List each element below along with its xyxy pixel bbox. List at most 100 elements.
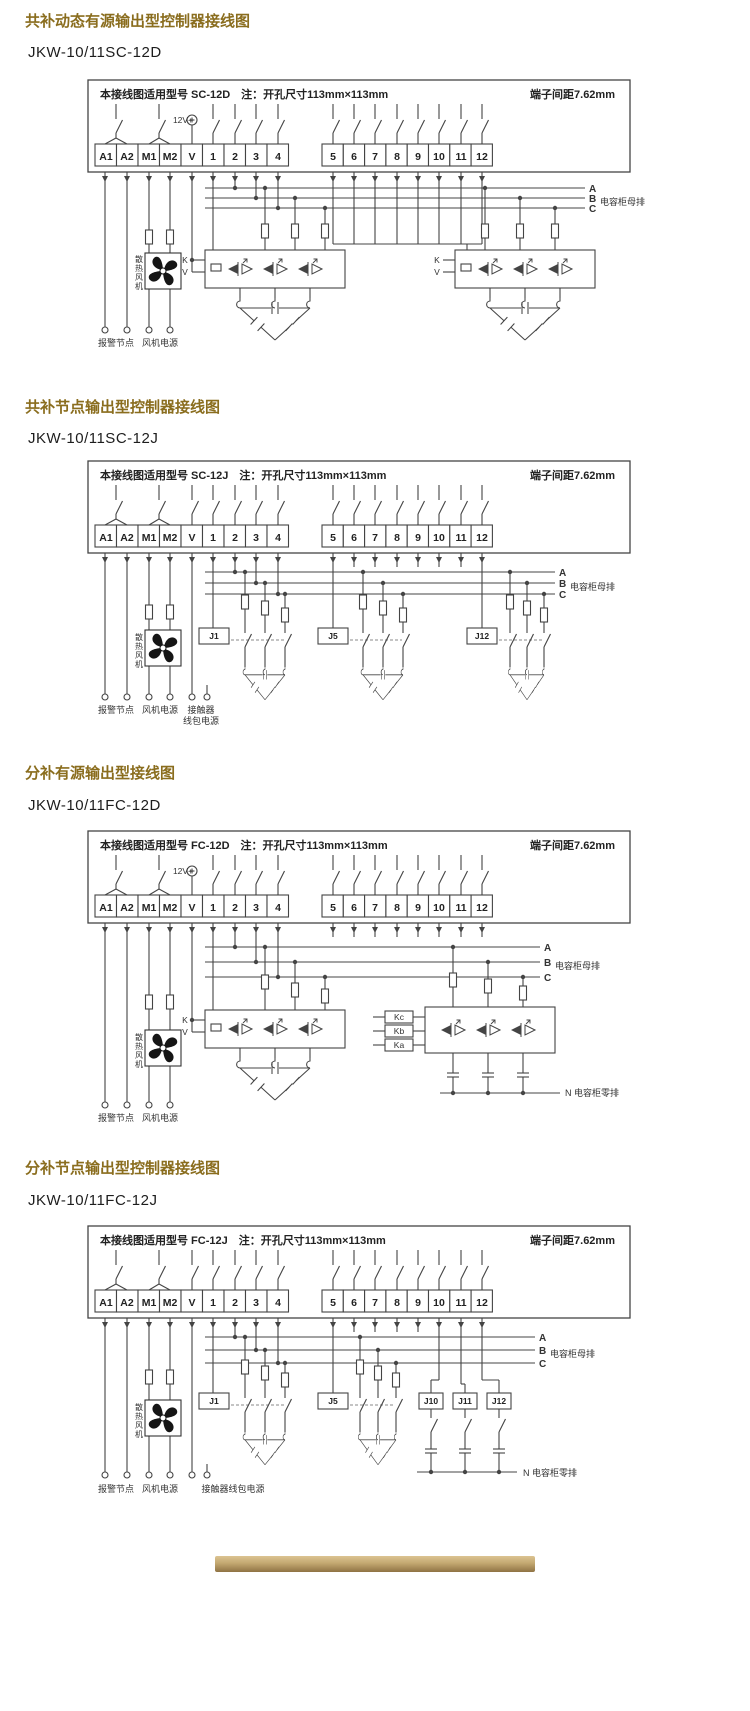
phase-a-label: A bbox=[589, 184, 596, 195]
section-model-2: JKW-10/11SC-12J bbox=[28, 430, 159, 447]
neutral-label: N 电容柜零排 bbox=[523, 1467, 577, 1478]
phase-c-label: C bbox=[539, 1359, 546, 1370]
coil-power-label: 接触器线包电源 bbox=[201, 1483, 264, 1494]
alarm-label: 报警节点 bbox=[98, 1112, 134, 1123]
relay-box-j11 bbox=[452, 1392, 478, 1410]
wiring-diagram-fc12j: 本接线图适用型号 FC-12J 注：开孔尺寸113mm×113mm 端子间距7.… bbox=[87, 1225, 631, 1494]
junction-dots bbox=[189, 185, 558, 263]
bottom-terminals bbox=[101, 326, 174, 334]
relay-j11-label: J11 bbox=[458, 1396, 472, 1406]
busbar-label: 电容柜母排 bbox=[555, 960, 600, 971]
capacitor-bank-5 bbox=[360, 666, 404, 701]
junction-dots bbox=[232, 1334, 502, 1475]
ka-box bbox=[384, 1038, 414, 1052]
phase-b-label: B bbox=[544, 958, 551, 969]
bottom-terminals bbox=[101, 1471, 211, 1479]
capacitor-bank-1 bbox=[242, 1431, 286, 1466]
header-model-note: 本接线图适用型号 FC-12J 注：开孔尺寸113mm×113mm bbox=[100, 1233, 386, 1247]
coil-power-label-line2: 线包电源 bbox=[183, 715, 219, 726]
terminal-pitch-note: 端子间距7.62mm bbox=[530, 1233, 615, 1247]
fuse-icons bbox=[144, 223, 560, 245]
capacitor-bank-5 bbox=[357, 1431, 397, 1466]
section-model-4: JKW-10/11FC-12J bbox=[28, 1192, 158, 1209]
section-model-3: JKW-10/11FC-12D bbox=[28, 797, 161, 814]
wiring-diagram-sc12j: 本接线图适用型号 SC-12J 注：开孔尺寸113mm×113mm 端子间距7.… bbox=[87, 460, 631, 726]
relay-box-j12 bbox=[466, 627, 498, 645]
relay-box-j10 bbox=[418, 1392, 444, 1410]
fan-icon bbox=[145, 1030, 181, 1066]
v-label: V bbox=[182, 1027, 188, 1037]
kc-label: Kc bbox=[394, 1012, 405, 1022]
relay-j12-label: J12 bbox=[492, 1396, 506, 1406]
decor-bar bbox=[215, 1556, 535, 1572]
relay-j1-label: J1 bbox=[209, 1396, 219, 1406]
capacitor-bank-1 bbox=[242, 666, 286, 701]
junction-dots bbox=[189, 944, 526, 1096]
wiring-diagram-sc12d: 本接线图适用型号 SC-12D 注：开孔尺寸113mm×113mm 端子间距7.… bbox=[87, 79, 645, 348]
phase-capacitor-icons bbox=[446, 1067, 530, 1083]
terminal-pitch-note: 端子间距7.62mm bbox=[530, 87, 615, 101]
v-contact-icon bbox=[191, 485, 200, 525]
relay-box-j5 bbox=[317, 1392, 349, 1410]
k-branch-boxes bbox=[384, 1010, 414, 1052]
wiring-diagram-fc12d: 本接线图适用型号 FC-12D 注：开孔尺寸113mm×113mm 端子间距7.… bbox=[87, 830, 631, 1123]
fan-label: 散热风机 bbox=[135, 1402, 144, 1439]
terminal-pitch-note: 端子间距7.62mm bbox=[530, 838, 615, 852]
fuse-icons bbox=[144, 1359, 401, 1388]
fan-label: 散热风机 bbox=[135, 1032, 144, 1069]
alarm-label: 报警节点 bbox=[98, 1483, 134, 1494]
relay-j5-label: J5 bbox=[328, 631, 338, 641]
supply-12v-icon bbox=[186, 114, 198, 144]
v-label: V bbox=[182, 267, 188, 277]
relay-j10-label: J10 bbox=[424, 1396, 438, 1406]
supply-12v-label: 12V+ bbox=[173, 866, 193, 876]
relay-box-j1 bbox=[198, 627, 230, 645]
capacitor-bank-12 bbox=[507, 666, 545, 701]
thyristor-module-right bbox=[424, 1006, 556, 1054]
junction-dots bbox=[232, 569, 547, 597]
phase-c-label: C bbox=[589, 204, 596, 215]
delta-capacitor-left bbox=[236, 1057, 311, 1101]
relay-j5-label: J5 bbox=[328, 1396, 338, 1406]
fan-power-label: 风机电源 bbox=[142, 337, 178, 348]
bottom-terminals bbox=[101, 1101, 174, 1109]
v-label: V bbox=[434, 267, 440, 277]
relay-j1-label: J1 bbox=[209, 631, 219, 641]
fuse-icons bbox=[144, 594, 549, 623]
bottom-terminals bbox=[101, 693, 211, 701]
delta-capacitor-left bbox=[236, 297, 311, 341]
k-label: K bbox=[434, 255, 440, 265]
section-title-1: 共补动态有源输出型控制器接线图 bbox=[25, 13, 251, 30]
fan-icon bbox=[145, 253, 181, 289]
section-title-3: 分补有源输出型接线图 bbox=[25, 765, 176, 782]
fan-power-label: 风机电源 bbox=[142, 1483, 178, 1494]
phase-b-label: B bbox=[559, 579, 566, 590]
header-model-note: 本接线图适用型号 FC-12D 注：开孔尺寸113mm×113mm bbox=[100, 838, 388, 852]
busbar-label: 电容柜母排 bbox=[570, 581, 615, 592]
thyristor-module-left bbox=[204, 249, 346, 289]
fan-icon bbox=[145, 630, 181, 666]
coil-power-label-line1: 接触器 bbox=[187, 704, 214, 715]
kc-box bbox=[384, 1010, 414, 1024]
phase-c-label: C bbox=[559, 590, 566, 601]
relay-box-j12 bbox=[486, 1392, 512, 1410]
fan-label: 散热风机 bbox=[135, 632, 144, 669]
ka-label: Ka bbox=[394, 1040, 405, 1050]
labels: 本接线图适用型号 FC-12J 注：开孔尺寸113mm×113mm 端子间距7.… bbox=[98, 1233, 615, 1494]
header-model-note: 本接线图适用型号 SC-12J 注：开孔尺寸113mm×113mm bbox=[100, 468, 387, 482]
k-label: K bbox=[182, 255, 188, 265]
supply-12v-icon bbox=[186, 865, 198, 895]
alarm-label: 报警节点 bbox=[98, 704, 134, 715]
labels: 本接线图适用型号 SC-12J 注：开孔尺寸113mm×113mm 端子间距7.… bbox=[98, 468, 615, 726]
kb-box bbox=[384, 1024, 414, 1038]
relay-j12-label: J12 bbox=[475, 631, 489, 641]
thyristor-module-right bbox=[454, 249, 596, 289]
phase-capacitor-icons bbox=[424, 1443, 506, 1459]
labels: 本接线图适用型号 SC-12D 注：开孔尺寸113mm×113mm 端子间距7.… bbox=[98, 87, 645, 348]
k-label: K bbox=[182, 1015, 188, 1025]
section-title-2: 共补节点输出型控制器接线图 bbox=[25, 399, 221, 416]
v-contact-icon bbox=[191, 1250, 200, 1290]
supply-12v-label: 12V+ bbox=[173, 115, 193, 125]
alarm-label: 报警节点 bbox=[98, 337, 134, 348]
